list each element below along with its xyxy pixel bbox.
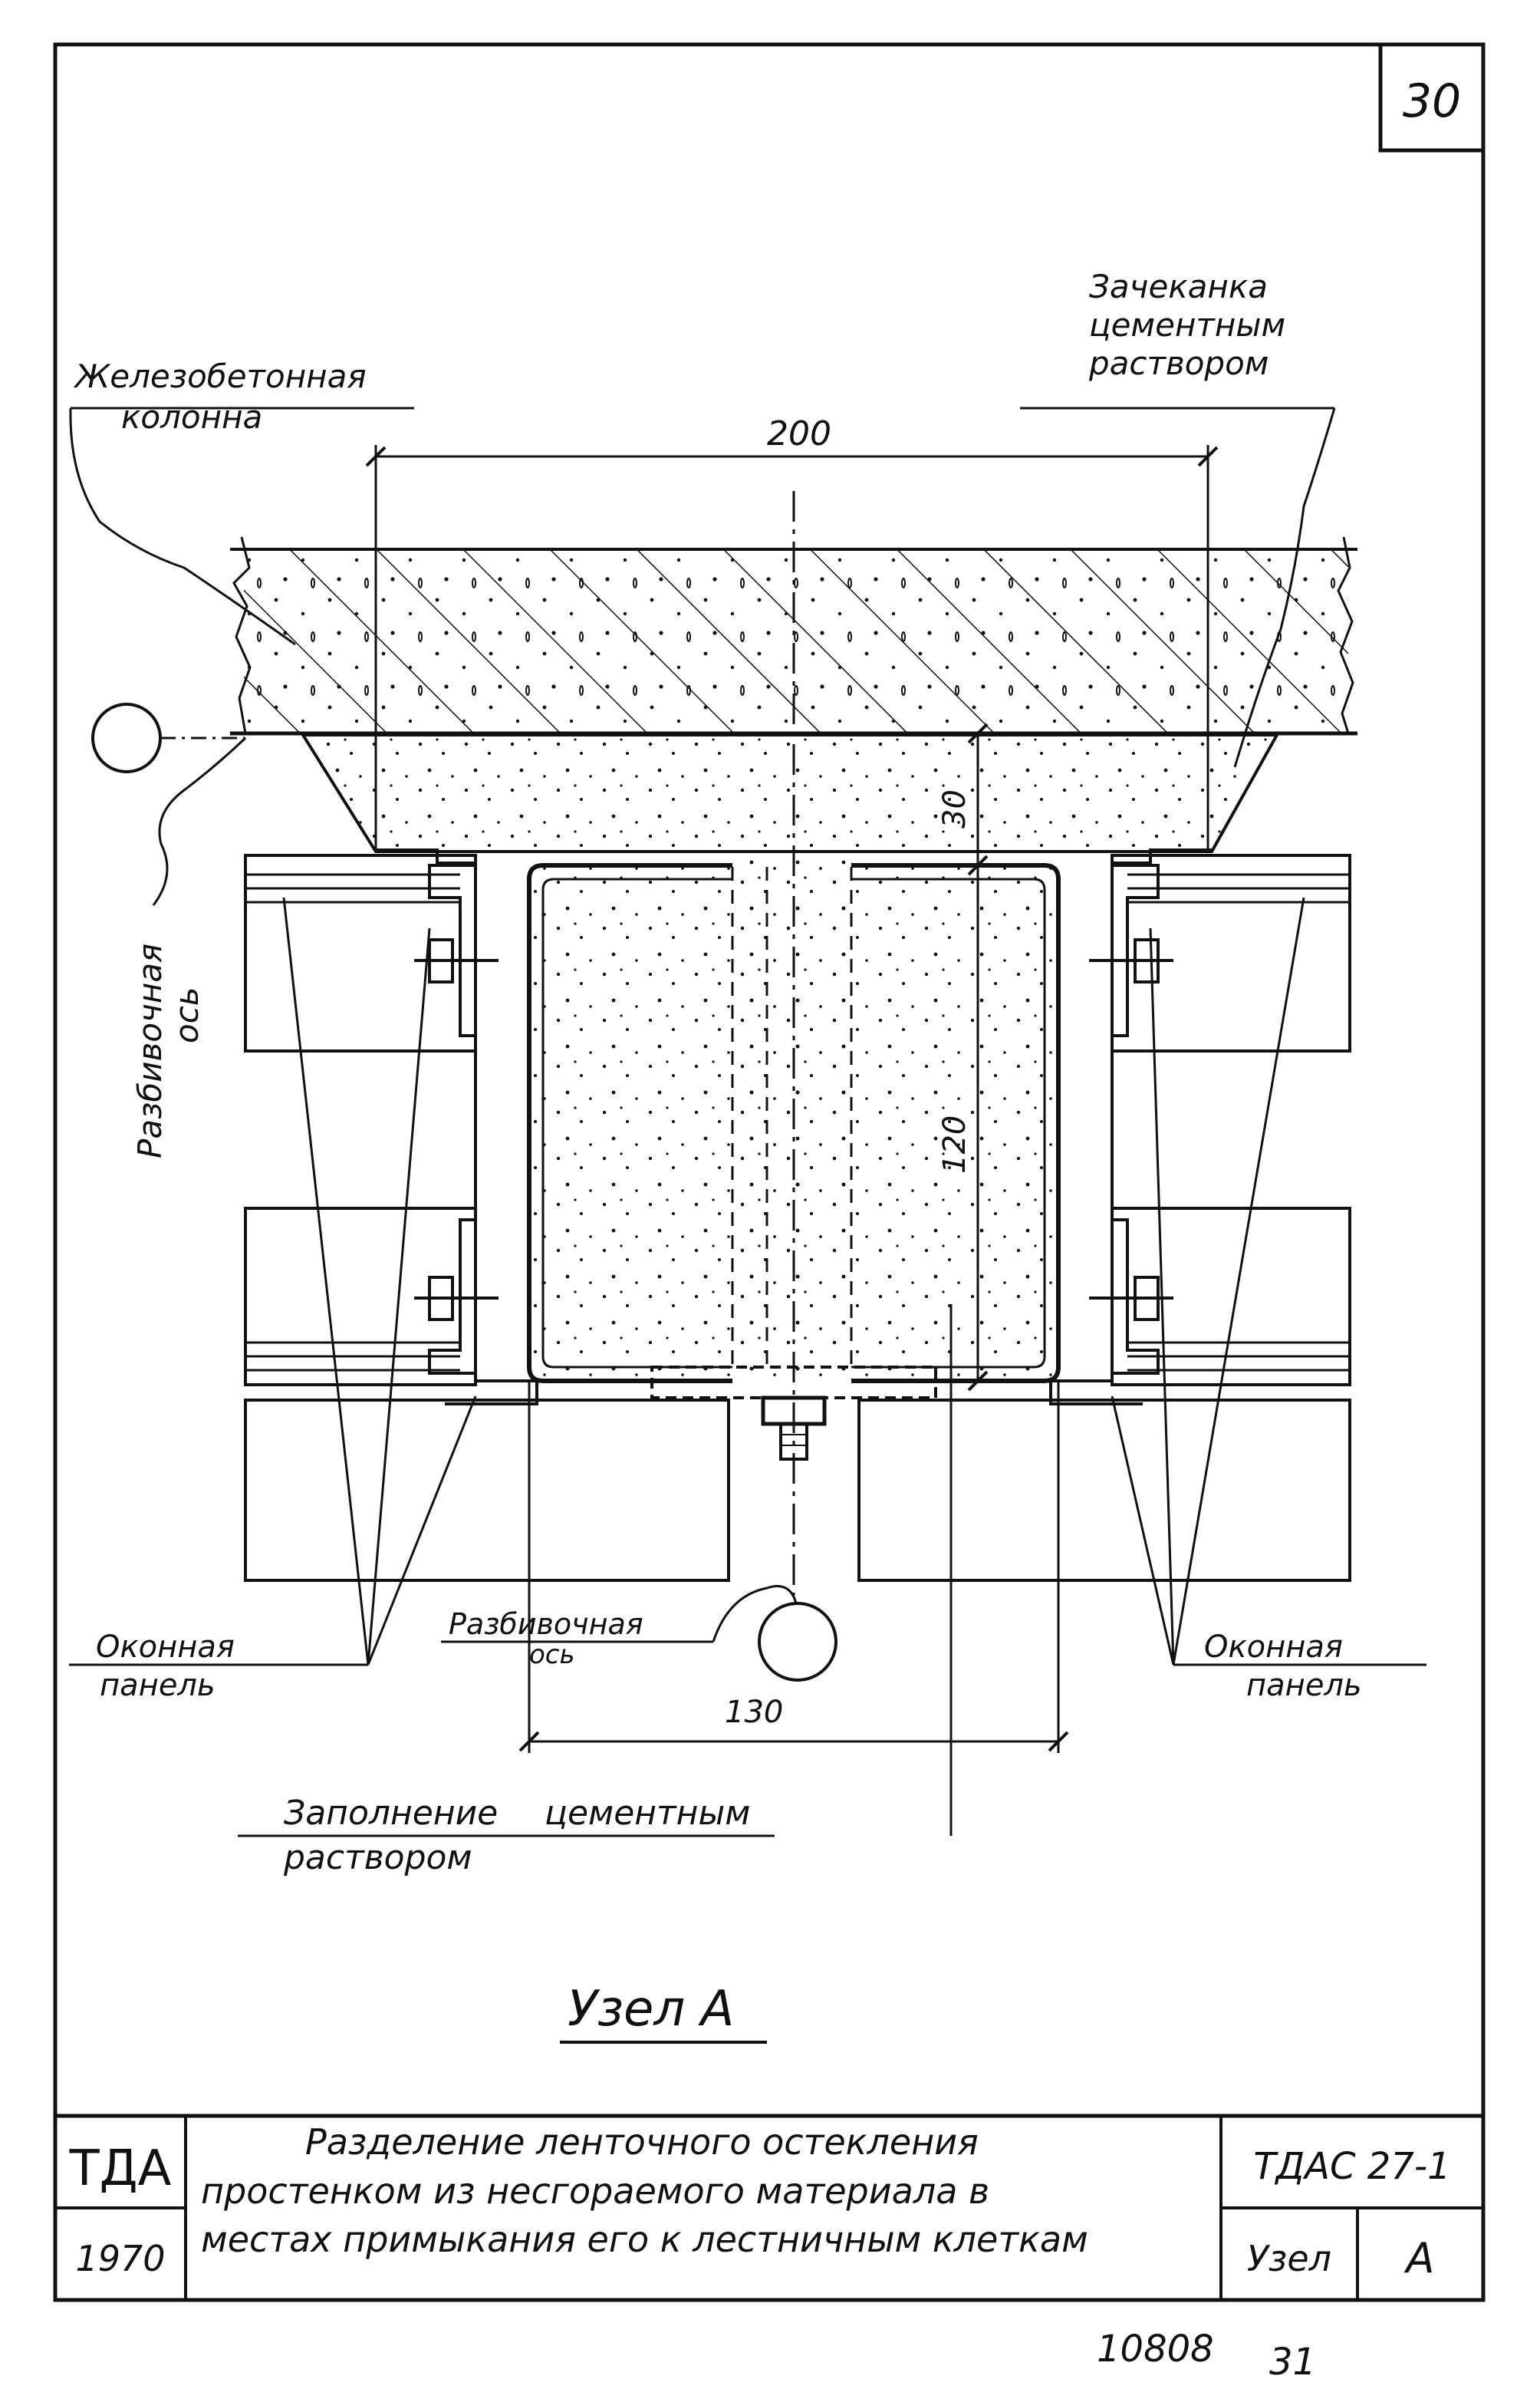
caulk-label-line3: раствором [1088,344,1269,382]
page-number-box [1378,42,1486,153]
dim-vertical [967,723,989,1392]
node-label: Узел [1247,2238,1331,2279]
panel-left-label-line1: Оконная [96,1629,235,1665]
node-caption: Узел А [568,1981,734,2038]
archive-number: 10808 [1097,2328,1214,2371]
axis-left-label-line1: Разбивочная [131,944,169,1158]
dim-30-label: 30 [937,789,972,829]
dim-200 [365,445,1219,852]
node-letter: А [1404,2234,1435,2282]
page-number: 30 [1403,74,1461,128]
axis-bottom-label-line2: ось [529,1639,575,1670]
fill-label-line3: раствором [283,1838,472,1877]
dim-130 [518,1381,1069,1753]
panel-left-label-line2: панель [100,1668,216,1703]
column-label-line1: Железобетонная [73,357,367,395]
left-window-panels [244,848,730,1582]
title-line-3: местах примыкания его к лестничным клетк… [201,2219,1088,2260]
title-line-1: Разделение ленточного остекления [305,2121,979,2163]
bolt-connections [414,938,1173,1321]
leader-lines [69,407,1426,1837]
axis-bottom-label-line1: Разбивочная [449,1607,643,1641]
year: 1970 [75,2238,165,2279]
panel-right-label-line1: Оконная [1204,1629,1343,1665]
panel-right-label-line2: панель [1246,1668,1362,1703]
caulk-label-line1: Зачеканка [1089,268,1268,305]
sheet-frame [53,42,1486,2302]
title-line-2: простенком из несгораемого материала в [201,2170,989,2212]
left-axis-marker [91,703,162,773]
caulked-mortar [300,733,1280,853]
title-block [55,2114,1483,2300]
right-window-panels [857,848,1351,1582]
caulk-label-line2: цементным [1089,306,1285,344]
fill-label-line2: цементным [545,1794,750,1833]
dim-200-label: 200 [767,414,831,453]
sheet-number: 31 [1269,2341,1316,2384]
axis-left-label-line2: ось [168,987,206,1043]
org-code: ТДА [69,2140,172,2197]
column-label-line2: колонна [121,398,262,436]
series-code: ТДАС 27-1 [1253,2145,1450,2188]
concrete-column [230,536,1357,736]
bottom-axis-marker [758,1602,837,1682]
dim-120-label: 120 [937,1115,972,1174]
fill-label-line1: Заполнение [284,1794,498,1833]
dim-130-label: 130 [725,1695,783,1730]
